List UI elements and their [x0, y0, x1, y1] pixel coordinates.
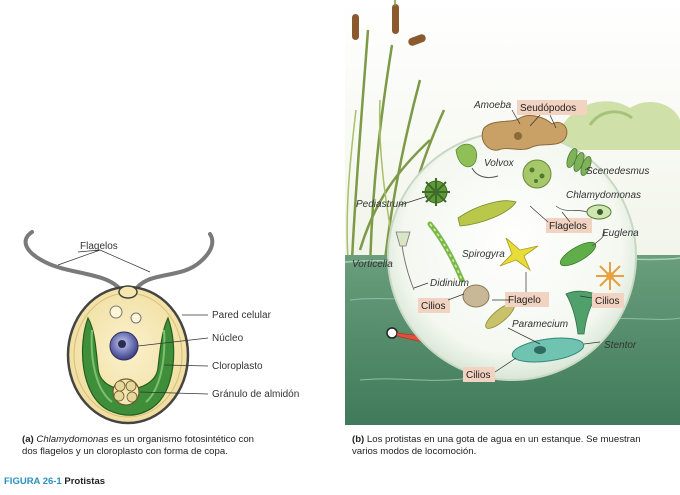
tag-cilios-1-bg [418, 298, 450, 313]
tag-cilios-3-bg [463, 367, 495, 382]
didinium [462, 284, 490, 308]
stentor [565, 290, 599, 335]
amoeba [481, 115, 568, 151]
label-chlamydomonas: Chlamydomonas [566, 190, 641, 201]
tag-cilios-2-bg [592, 293, 624, 308]
caption-a-line2: dos flagelos y un cloroplasto con forma … [22, 446, 228, 457]
figure-title: FIGURA 26-1 Protistas [4, 476, 105, 487]
label-nucleo: Núcleo [212, 333, 244, 344]
label-granulo: Gránulo de almidón [212, 389, 299, 400]
label-spirogyra: Spirogyra [462, 249, 505, 260]
flagellum-left [23, 230, 124, 294]
tag-cilios-3: Cilios [466, 370, 490, 381]
label-cloroplasto: Cloroplasto [212, 361, 263, 372]
tag-cilios-1: Cilios [421, 301, 445, 312]
chlamydomonas-diagram [23, 230, 215, 425]
label-volvox: Volvox [484, 158, 515, 169]
caption-a-letter: (a) [22, 434, 34, 445]
caption-b: (b) Los protistas en una gota de agua en… [352, 434, 677, 458]
tag-seudopodos: Seudópodos [520, 103, 576, 114]
starch-granule [112, 378, 140, 406]
radial-protist [596, 262, 624, 290]
tag-cilios-2: Cilios [595, 296, 619, 307]
tag-flagelos-bg [546, 218, 592, 233]
caption-a-line1: es un organismo fotosintético con [108, 434, 254, 445]
tag-flagelo: Flagelo [508, 295, 541, 306]
spirogyra [427, 221, 465, 283]
label-pediastrum: Pediastrum [356, 199, 407, 210]
label-didinium: Didinium [430, 278, 469, 289]
label-scenedesmus: Scenedesmus [586, 166, 649, 177]
vorticella [395, 231, 415, 291]
water-drop-magnified [387, 115, 637, 381]
label-amoeba: Amoeba [473, 100, 512, 111]
figure-number: FIGURA 26-1 [4, 476, 62, 487]
pediastrum [422, 178, 450, 206]
caption-b-letter: (b) [352, 434, 365, 445]
label-flagelos: Flagelos [80, 241, 118, 252]
label-paramecium: Paramecium [512, 319, 568, 330]
caption-a: (a) Chlamydomonas es un organismo fotosi… [22, 434, 322, 458]
tag-seudopodos-bg [517, 100, 587, 115]
paramecium [511, 337, 585, 363]
scenedesmus [566, 148, 592, 176]
tag-flagelo-bg [505, 292, 549, 307]
figure-name: Protistas [64, 476, 106, 487]
chloroplast-cup [81, 316, 175, 416]
flagellum-right [132, 232, 215, 294]
volvox [522, 159, 552, 189]
label-vorticella: Vorticella [352, 259, 393, 270]
caption-b-line2: varios modos de locomoción. [352, 446, 477, 457]
label-euglena: Euglena [602, 228, 639, 239]
label-pared-celular: Pared celular [212, 310, 272, 321]
label-stentor: Stentor [604, 340, 637, 351]
tag-flagelos: Flagelos [549, 221, 587, 232]
caption-b-line1: Los protistas en una gota de agua en un … [364, 434, 641, 445]
caption-a-species: Chlamydomonas [36, 434, 109, 445]
